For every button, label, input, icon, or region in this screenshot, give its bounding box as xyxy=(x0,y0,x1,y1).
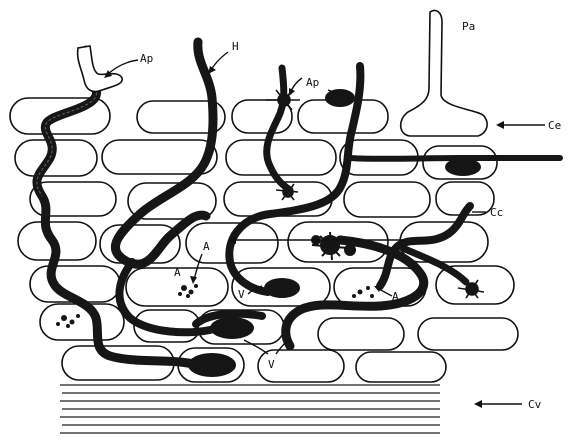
label-h: H xyxy=(232,40,239,53)
label-cv: Cv xyxy=(528,398,542,411)
vesicle xyxy=(325,89,355,107)
cell xyxy=(356,352,446,382)
cell xyxy=(318,318,404,350)
cell xyxy=(418,318,518,350)
label-v-bottom: V xyxy=(268,358,275,371)
label-pa: Pa xyxy=(462,20,475,33)
hypha xyxy=(350,158,560,159)
label-a-left: A xyxy=(174,266,181,279)
cell xyxy=(40,304,124,340)
central-cylinder-lines xyxy=(60,385,440,433)
vesicle xyxy=(210,317,254,339)
label-ap-mid: Ap xyxy=(306,76,319,89)
label-a-mid: A xyxy=(203,240,210,253)
cell xyxy=(226,140,336,175)
label-a-right: A xyxy=(392,290,399,303)
label-v-mid: V xyxy=(238,288,245,301)
cell xyxy=(344,182,430,217)
label-ap-left: Ap xyxy=(140,52,153,65)
label-ce: Ce xyxy=(548,119,561,132)
label-cc: Cc xyxy=(490,206,503,219)
